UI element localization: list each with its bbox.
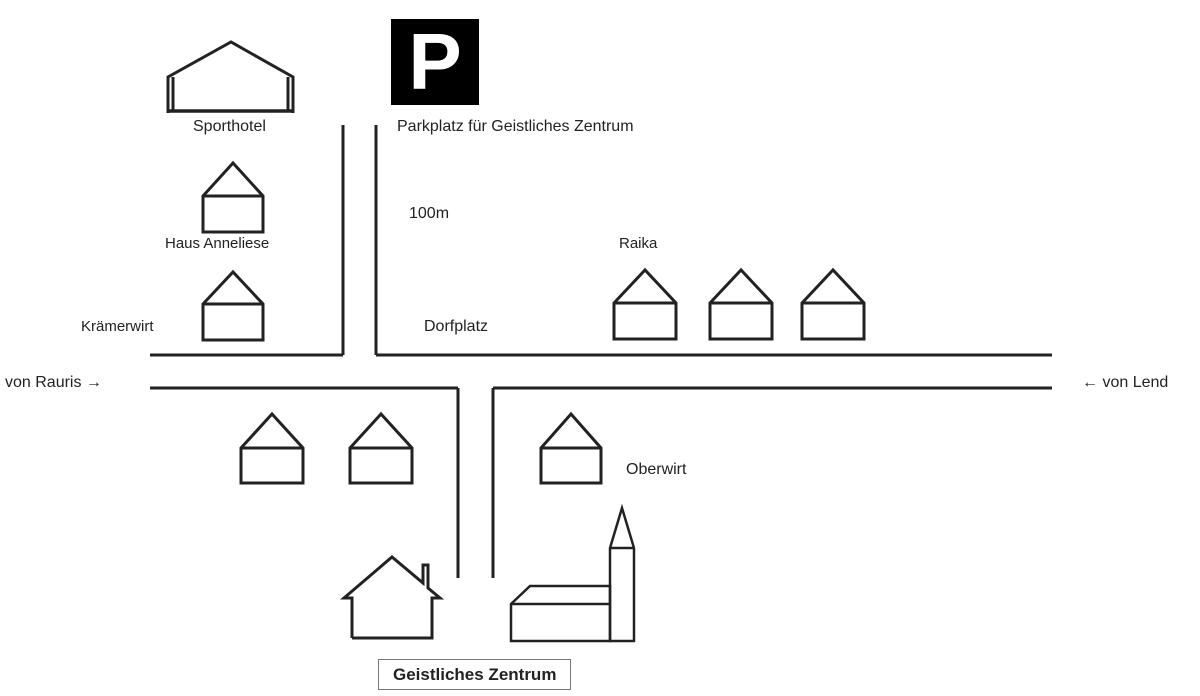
raika-house-icon-1 bbox=[612, 267, 678, 341]
label-from-lend: ← von Lend bbox=[1082, 374, 1169, 391]
raika-house-icon-2 bbox=[708, 267, 774, 341]
label-haus-anneliese: Haus Anneliese bbox=[165, 235, 270, 252]
raika-house-icon-3 bbox=[800, 267, 866, 341]
church-icon bbox=[509, 503, 636, 643]
kraemerwirt-house-icon bbox=[201, 269, 265, 342]
oberwirt-house-icon bbox=[539, 411, 603, 485]
label-parking: Parkplatz für Geistliches Zentrum bbox=[397, 118, 634, 135]
parking-sign-icon: P bbox=[391, 19, 479, 105]
haus-anneliese-house-icon bbox=[201, 160, 265, 234]
label-dorfplatz: Dorfplatz bbox=[424, 318, 489, 335]
label-oberwirt: Oberwirt bbox=[626, 461, 687, 478]
roads bbox=[150, 125, 1052, 578]
label-raika: Raika bbox=[619, 235, 658, 252]
label-kraemerwirt: Krämerwirt bbox=[81, 318, 154, 335]
south-west-house-icon-1 bbox=[239, 411, 305, 485]
label-from-rauris: von Rauris → bbox=[5, 374, 102, 391]
south-west-house-icon-2 bbox=[348, 411, 414, 485]
label-geistliches-zentrum: Geistliches Zentrum bbox=[378, 659, 572, 690]
label-sporthotel: Sporthotel bbox=[193, 118, 266, 135]
geistliches-zentrum-house-icon bbox=[339, 555, 445, 640]
label-distance: 100m bbox=[409, 205, 450, 222]
sporthotel-house-icon bbox=[166, 40, 295, 113]
